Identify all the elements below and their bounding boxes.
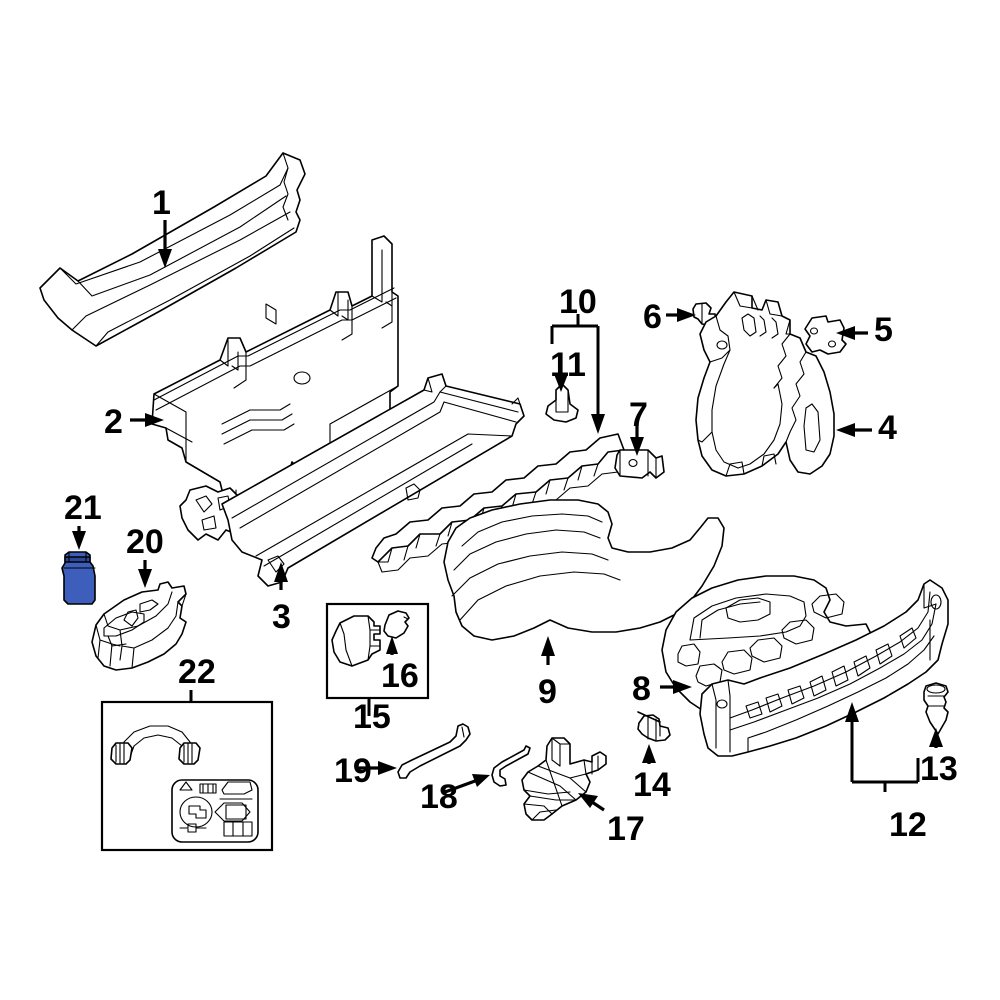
part-9-trunk-floor-mat xyxy=(443,499,725,641)
part-5-mounting-bracket xyxy=(804,315,847,355)
callout-label-3[interactable]: 3 xyxy=(272,598,291,636)
part-1-rear-parcel-shelf-trim xyxy=(39,152,306,347)
leader-20 xyxy=(138,560,152,588)
leader-18 xyxy=(444,774,490,794)
leader-12 xyxy=(845,702,920,792)
callout-label-7[interactable]: 7 xyxy=(629,396,648,434)
part-11-sill-trim-clip xyxy=(545,383,579,423)
part-16-tie-down-hook-cover xyxy=(383,610,410,639)
callout-label-8[interactable]: 8 xyxy=(632,670,651,708)
leader-16 xyxy=(386,636,398,655)
part-7-trim-clip-bracket xyxy=(614,449,665,479)
leader-5 xyxy=(836,326,868,340)
callout-label-9[interactable]: 9 xyxy=(538,673,557,711)
leader-2 xyxy=(130,413,164,427)
part-17-scissor-jack xyxy=(521,737,607,821)
leader-1 xyxy=(158,220,172,268)
leader-11 xyxy=(554,372,568,392)
leader-4 xyxy=(836,423,872,437)
callout-label-12[interactable]: 12 xyxy=(889,806,927,844)
part-20-tire-sealant-compressor-kit xyxy=(91,581,187,671)
callout-label-5[interactable]: 5 xyxy=(874,311,893,349)
callout-label-1[interactable]: 1 xyxy=(152,184,171,222)
leader-9 xyxy=(541,636,555,665)
part-21-tire-sealant-bottle xyxy=(61,551,96,605)
leader-6 xyxy=(666,308,696,322)
callout-label-15[interactable]: 15 xyxy=(353,698,391,736)
leader-17 xyxy=(578,793,605,812)
leader-14 xyxy=(642,744,656,764)
leader-7 xyxy=(630,422,644,456)
callout-label-18[interactable]: 18 xyxy=(420,778,458,816)
callout-label-17[interactable]: 17 xyxy=(607,810,645,848)
part-22-air-hose-and-label-kit xyxy=(100,700,274,852)
callout-label-13[interactable]: 13 xyxy=(920,750,958,788)
part-14-spare-tire-hold-down-bolt xyxy=(637,711,671,742)
callout-label-16[interactable]: 16 xyxy=(381,657,419,695)
part-13-panel-retainer-grommet xyxy=(923,682,949,735)
part-18-jack-crank-handle xyxy=(491,745,531,787)
callout-label-11[interactable]: 11 xyxy=(550,346,586,384)
callout-label-14[interactable]: 14 xyxy=(633,766,671,804)
part-3-rear-crossmember xyxy=(179,373,525,587)
part-19-wheel-lug-wrench xyxy=(397,723,471,779)
callout-label-22[interactable]: 22 xyxy=(178,653,216,691)
callout-label-20[interactable]: 20 xyxy=(126,523,164,561)
leader-3 xyxy=(274,562,288,590)
leader-8 xyxy=(660,680,692,694)
callout-label-10[interactable]: 10 xyxy=(559,283,597,321)
leader-13 xyxy=(929,728,943,748)
leader-21 xyxy=(72,526,86,550)
part-15-tie-down-hook-kit xyxy=(325,602,430,700)
leader-10 xyxy=(550,314,605,434)
callout-label-19[interactable]: 19 xyxy=(334,752,372,790)
part-12-rear-lower-back-panel-trim xyxy=(699,579,949,757)
part-4-quarter-trim-wheelhouse-liner xyxy=(695,291,835,477)
callout-label-2[interactable]: 2 xyxy=(104,403,123,441)
callout-label-4[interactable]: 4 xyxy=(878,409,897,447)
leader-19 xyxy=(359,761,397,775)
callout-label-6[interactable]: 6 xyxy=(643,298,662,336)
callout-label-21[interactable]: 21 xyxy=(64,489,102,527)
